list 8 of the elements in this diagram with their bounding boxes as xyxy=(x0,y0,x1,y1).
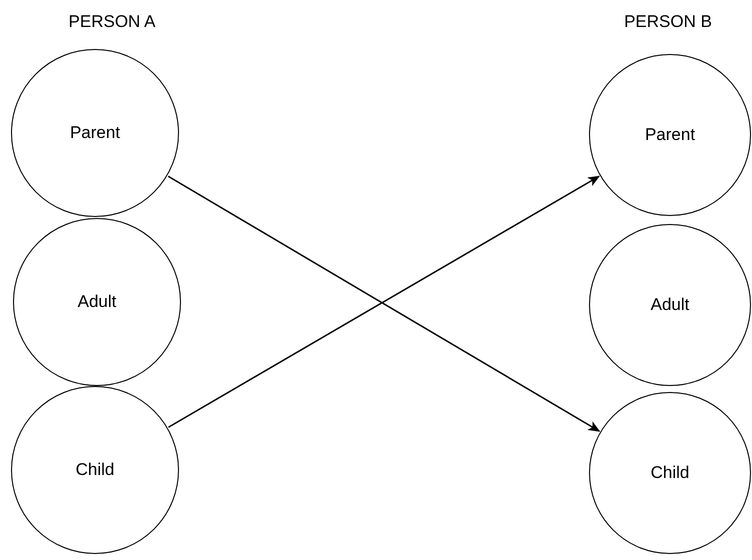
column-heading: PERSON B xyxy=(624,12,712,32)
node-label: Adult xyxy=(78,292,116,312)
node-label: Parent xyxy=(644,125,696,145)
node-label: Child xyxy=(650,463,690,483)
column-heading: PERSON A xyxy=(68,12,156,32)
node-label: Parent xyxy=(70,123,120,143)
node-label: Child xyxy=(76,460,114,480)
node-label: Adult xyxy=(650,295,690,315)
